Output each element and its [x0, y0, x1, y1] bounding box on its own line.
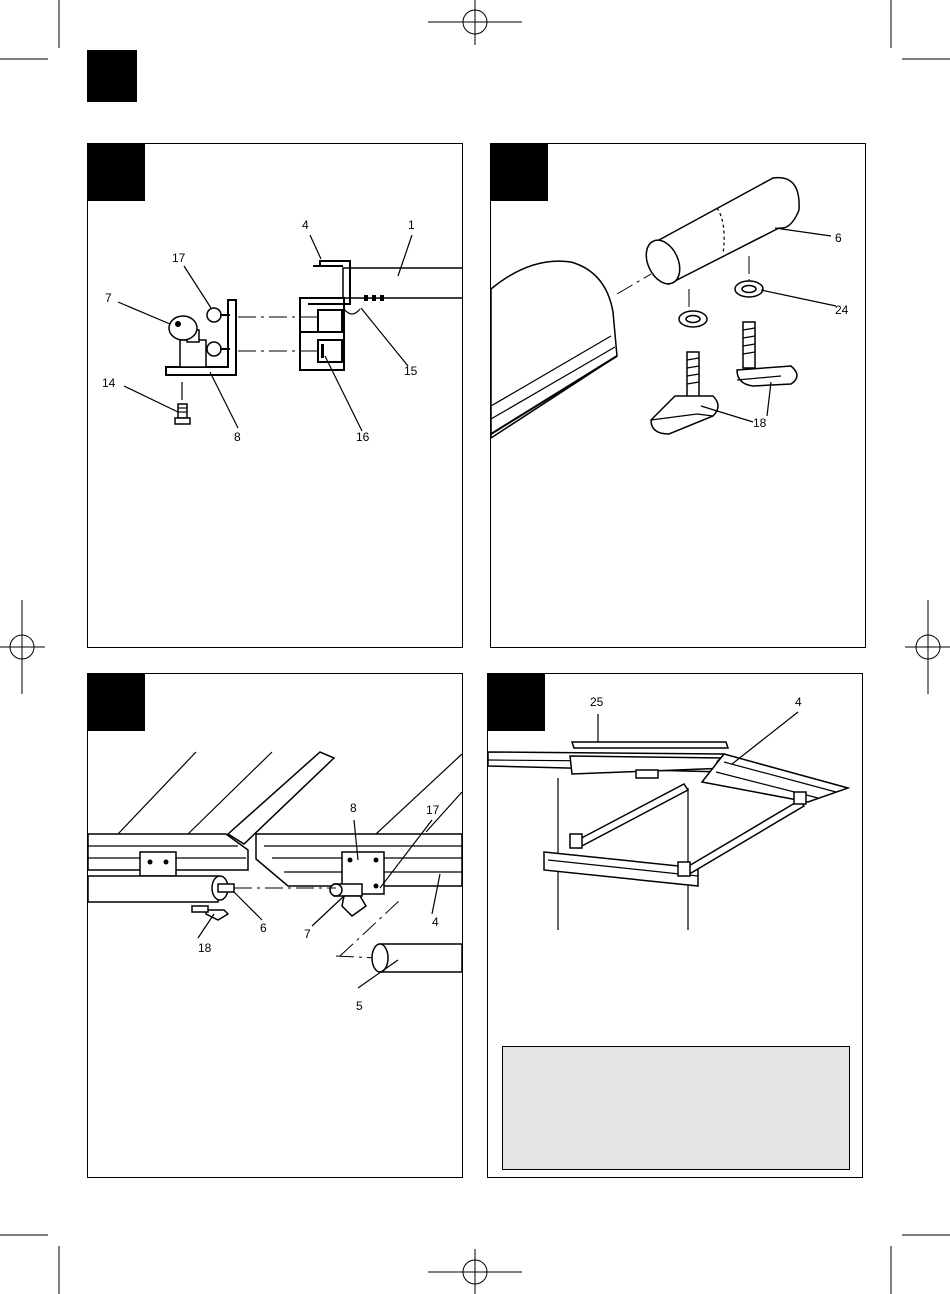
callout-7: 7	[105, 292, 112, 304]
rail-part-1	[343, 268, 462, 298]
knob-part-7	[169, 316, 197, 340]
table-extension-diagram	[88, 674, 462, 1177]
tube-and-knob-diagram	[491, 144, 865, 647]
large-tube	[491, 261, 617, 438]
fence-clamp-diagram	[88, 144, 462, 647]
knob-part-18	[651, 352, 718, 434]
callout-25: 25	[590, 696, 603, 708]
callout-1: 1	[408, 219, 415, 231]
extension-table	[702, 754, 848, 802]
section-marker	[87, 50, 137, 102]
tube-part-5	[380, 944, 462, 972]
figure-panel-d: 25 4	[487, 673, 863, 1178]
registration-mark-icon	[428, 0, 522, 45]
callout-6: 6	[260, 922, 267, 934]
profile-part-16	[300, 298, 344, 370]
callout-6: 6	[835, 232, 842, 244]
callout-17: 17	[426, 804, 439, 816]
callout-8: 8	[350, 802, 357, 814]
callout-7: 7	[304, 928, 311, 940]
callout-14: 14	[102, 377, 115, 389]
figure-panel-b: 6 24 18	[490, 143, 866, 648]
callout-18: 18	[198, 942, 211, 954]
callout-24: 24	[835, 304, 848, 316]
fence-part-25	[572, 742, 728, 748]
callout-8: 8	[234, 431, 241, 443]
callout-18: 18	[753, 417, 766, 429]
callout-5: 5	[356, 1000, 363, 1012]
screw-part-17	[207, 308, 230, 356]
callout-17: 17	[172, 252, 185, 264]
figure-panel-c: 8 17 4 6 7 18 5	[87, 673, 463, 1178]
figure-panel-a: 4 1 17 7 15 14 8 16	[87, 143, 463, 648]
knob-part-18	[206, 910, 228, 920]
tube-part-6	[88, 876, 218, 902]
callout-16: 16	[356, 431, 369, 443]
callout-4: 4	[432, 916, 439, 928]
screw-part-14	[175, 382, 190, 424]
callout-4: 4	[302, 219, 309, 231]
callout-4: 4	[795, 696, 802, 708]
registration-mark-icon	[0, 600, 45, 694]
registration-mark-icon	[428, 1249, 522, 1294]
note-box	[502, 1046, 850, 1170]
screw-part-15	[344, 309, 360, 314]
registration-mark-icon	[905, 600, 950, 694]
callout-15: 15	[404, 365, 417, 377]
knob-part-18	[737, 322, 797, 386]
